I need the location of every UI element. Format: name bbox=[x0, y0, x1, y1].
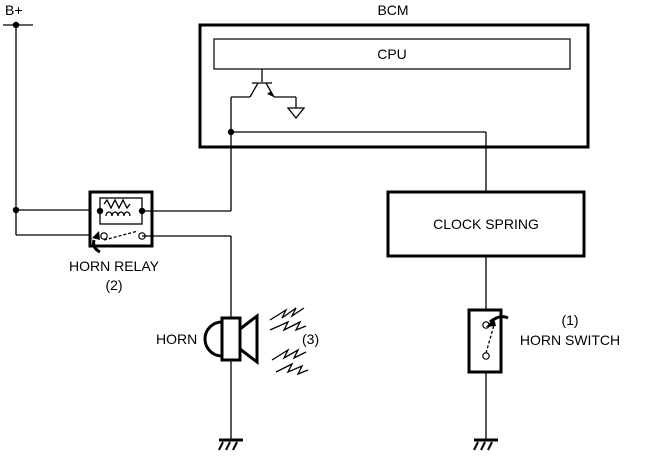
cpu-label: CPU bbox=[377, 46, 407, 62]
horn-icon bbox=[203, 312, 259, 366]
horn-switch-label: HORN SWITCH bbox=[520, 332, 620, 348]
horn-label: HORN bbox=[156, 331, 197, 347]
ground-icon bbox=[286, 97, 306, 120]
relay-contact-icon bbox=[92, 230, 146, 254]
battery-label: B+ bbox=[5, 2, 23, 18]
horn-switch-number: (1) bbox=[561, 312, 578, 328]
ground-icon bbox=[218, 438, 243, 451]
bcm-label: BCM bbox=[377, 2, 408, 18]
ground-icon bbox=[473, 438, 498, 451]
sound-wave-icon bbox=[269, 307, 309, 376]
horn-relay-number: (2) bbox=[105, 277, 122, 293]
clock-spring-label: CLOCK SPRING bbox=[433, 216, 539, 232]
switch-icon bbox=[467, 308, 509, 374]
transistor-icon bbox=[249, 69, 275, 98]
horn-relay-label: HORN RELAY bbox=[69, 258, 160, 274]
clock-spring-box bbox=[386, 190, 586, 258]
horn-number: (3) bbox=[302, 331, 319, 347]
battery-junction bbox=[12, 21, 20, 29]
cpu-box bbox=[213, 38, 571, 70]
